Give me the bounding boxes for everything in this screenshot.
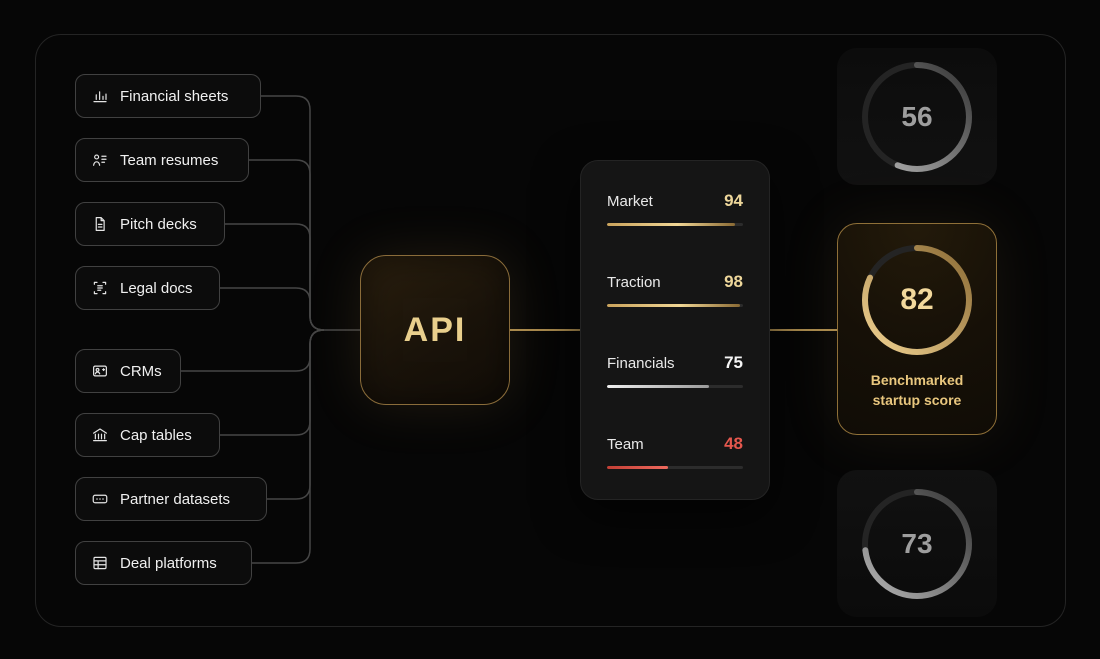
source-chip-label: Team resumes — [120, 151, 219, 169]
metric-bar-fill — [607, 304, 741, 307]
metric-label: Financials — [607, 355, 675, 372]
source-chip-financial-sheets: Financial sheets — [75, 74, 261, 118]
source-chip-deal-platforms: Deal platforms — [75, 541, 252, 585]
metrics-panel: Market 94 Traction 98 Financials 75 — [580, 160, 770, 500]
dataset-card-icon — [90, 489, 110, 509]
metric-value: 75 — [724, 353, 743, 372]
metric-row-market: Market 94 — [607, 191, 743, 226]
source-chip-label: Partner datasets — [120, 490, 231, 508]
metric-bar-track — [607, 385, 743, 388]
metric-label: Team — [607, 436, 644, 453]
metric-bar-fill — [607, 223, 735, 226]
bar-chart-icon — [90, 86, 110, 106]
source-chip-crms: CRMs — [75, 349, 181, 393]
outer-frame — [35, 34, 1066, 627]
source-chip-cap-tables: Cap tables — [75, 413, 220, 457]
gauge-ring: 82 — [857, 240, 977, 360]
metric-bar-track — [607, 223, 743, 226]
source-chip-pitch-decks: Pitch decks — [75, 202, 225, 246]
metric-bar-track — [607, 304, 743, 307]
metric-row-financials: Financials 75 — [607, 353, 743, 388]
gauge-card-benchmark: 82 Benchmarked startup score — [837, 223, 997, 435]
metric-value: 48 — [724, 434, 743, 453]
gauge-card-bottom: 73 — [837, 470, 997, 617]
metric-bar-fill — [607, 466, 669, 469]
gauge-caption: Benchmarked startup score — [870, 372, 964, 409]
source-chip-team-resumes: Team resumes — [75, 138, 249, 182]
source-chip-partner-datasets: Partner datasets — [75, 477, 267, 521]
resume-person-icon — [90, 150, 110, 170]
source-chip-label: Deal platforms — [120, 554, 217, 572]
gauge-card-top: 56 — [837, 48, 997, 185]
metric-value: 94 — [724, 191, 743, 210]
source-chip-label: Cap tables — [120, 426, 192, 444]
metric-label: Market — [607, 193, 653, 210]
gauge-value: 82 — [900, 283, 934, 316]
gauge-value: 56 — [901, 100, 933, 132]
api-node: API — [360, 255, 510, 405]
gauge-ring: 73 — [857, 484, 977, 604]
api-label: API — [403, 310, 467, 349]
source-chip-label: CRMs — [120, 362, 162, 380]
gauge-value: 73 — [901, 527, 933, 559]
source-chip-label: Legal docs — [120, 279, 193, 297]
source-chip-label: Financial sheets — [120, 87, 229, 105]
metric-value: 98 — [724, 272, 743, 291]
metric-row-team: Team 48 — [607, 434, 743, 469]
bank-icon — [90, 425, 110, 445]
metric-label: Traction — [607, 274, 661, 291]
gauge-ring: 56 — [857, 57, 977, 177]
contact-card-icon — [90, 361, 110, 381]
metric-bar-track — [607, 466, 743, 469]
document-icon — [90, 214, 110, 234]
source-chip-label: Pitch decks — [120, 215, 197, 233]
source-chip-legal-docs: Legal docs — [75, 266, 220, 310]
spreadsheet-grid-icon — [90, 553, 110, 573]
legal-document-icon — [90, 278, 110, 298]
metric-bar-fill — [607, 385, 709, 388]
metric-row-traction: Traction 98 — [607, 272, 743, 307]
